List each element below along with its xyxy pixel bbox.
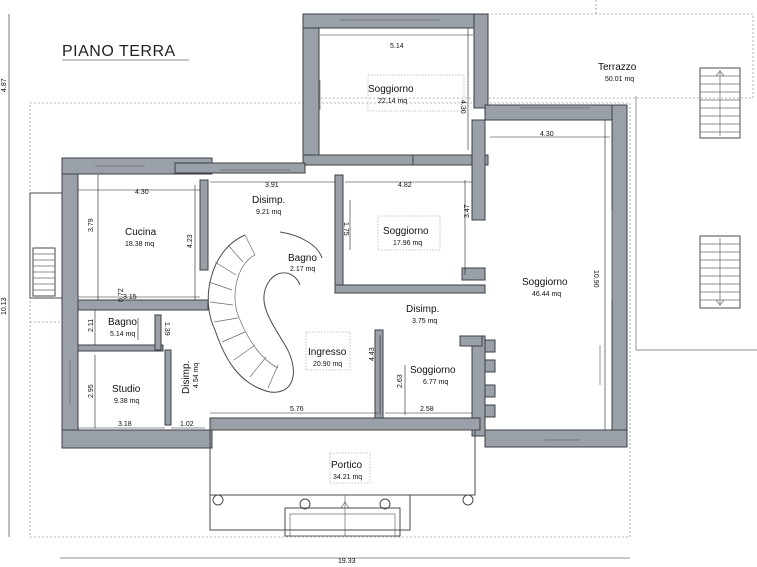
room-name-soggiorno-top: Soggiorno: [368, 84, 414, 95]
reference-lines: [29, 0, 757, 538]
terrace-stairs-lower: [699, 235, 741, 309]
dim-10-90: 10.90: [592, 270, 599, 288]
portico: [209, 429, 476, 537]
dim-3-15: 3.15: [123, 294, 137, 301]
dim-4-87: 4.87: [1, 78, 8, 92]
room-name-soggiorno-small: Soggiorno: [410, 365, 456, 376]
dim-2-63: 2.63: [397, 374, 404, 388]
plan-title: PIANO TERRA: [62, 43, 176, 60]
room-area-soggiorno-right: 46.44 mq: [532, 291, 561, 298]
dim-4-82: 4.82: [398, 182, 412, 189]
room-area-disimp-2: 3.75 mq: [412, 318, 437, 325]
room-area-disimp-3: 4.54 mq: [193, 363, 200, 388]
room-name-disimp-1: Disimp.: [252, 195, 285, 206]
room-area-soggiorno-mid: 17.96 mq: [393, 240, 422, 247]
dim-1-75: 1.75: [342, 222, 349, 236]
room-area-soggiorno-top: 22.14 mq: [378, 98, 407, 105]
room-area-ingresso: 20.90 mq: [313, 361, 342, 368]
dim-4-43: 4.43: [369, 347, 376, 361]
dim-4-30-top: 4.30: [459, 100, 466, 114]
room-area-disimp-1: 9.21 mq: [256, 209, 281, 216]
dim-5-14: 5.14: [390, 43, 404, 50]
room-area-soggiorno-small: 6.77 mq: [423, 379, 448, 386]
room-name-bagno-2: Bagno: [108, 317, 137, 328]
room-area-bagno-2: 5.14 mq: [110, 331, 135, 338]
label-boxes: [305, 74, 465, 484]
room-name-ingresso: Ingresso: [308, 347, 347, 358]
dim-0-72: 0.72: [118, 288, 125, 302]
room-area-cucina: 18.38 mq: [125, 241, 154, 248]
dim-2-58: 2.58: [420, 406, 434, 413]
dim-2-95: 2.95: [88, 384, 95, 398]
room-name-disimp-2: Disimp.: [406, 304, 439, 315]
room-name-terrazzo: Terrazzo: [598, 62, 637, 73]
dim-5-76: 5.76: [290, 406, 304, 413]
dim-3-18: 3.18: [118, 421, 132, 428]
room-area-terrazzo: 50.01 mq: [605, 76, 634, 83]
dim-2-11: 2.11: [88, 319, 95, 332]
dim-4-30-right: 4.30: [540, 131, 554, 138]
room-name-soggiorno-right: Soggiorno: [522, 277, 568, 288]
room-name-portico: Portico: [331, 460, 363, 471]
side-stairs: [29, 192, 64, 299]
room-name-cucina: Cucina: [125, 227, 157, 238]
dim-10-13: 10.13: [1, 297, 8, 315]
dim-3-79: 3.79: [88, 218, 95, 232]
room-name-bagno-1: Bagno: [288, 253, 317, 264]
spiral-staircase: [207, 231, 323, 393]
room-name-soggiorno-mid: Soggiorno: [383, 226, 429, 237]
dim-3-47: 3.47: [464, 204, 471, 218]
dimension-lines: [8, 14, 630, 559]
dim-1-02: 1.02: [180, 421, 194, 428]
room-area-bagno-1: 2.17 mq: [290, 266, 315, 273]
openings: [69, 19, 613, 441]
dim-1-39: 1.39: [163, 322, 170, 336]
room-area-portico: 34.21 mq: [333, 474, 362, 481]
dim-3-91: 3.91: [265, 182, 279, 189]
dim-4-23: 4.23: [187, 234, 194, 248]
dim-4-30-left: 4.30: [135, 189, 149, 196]
room-area-studio: 9.38 mq: [114, 398, 139, 405]
dim-19-33: 19.33: [338, 558, 356, 565]
room-name-studio: Studio: [112, 384, 141, 395]
terrace-stairs-upper: [699, 67, 741, 139]
walls: [61, 13, 628, 449]
room-name-disimp-3: Disimp.: [181, 361, 192, 394]
